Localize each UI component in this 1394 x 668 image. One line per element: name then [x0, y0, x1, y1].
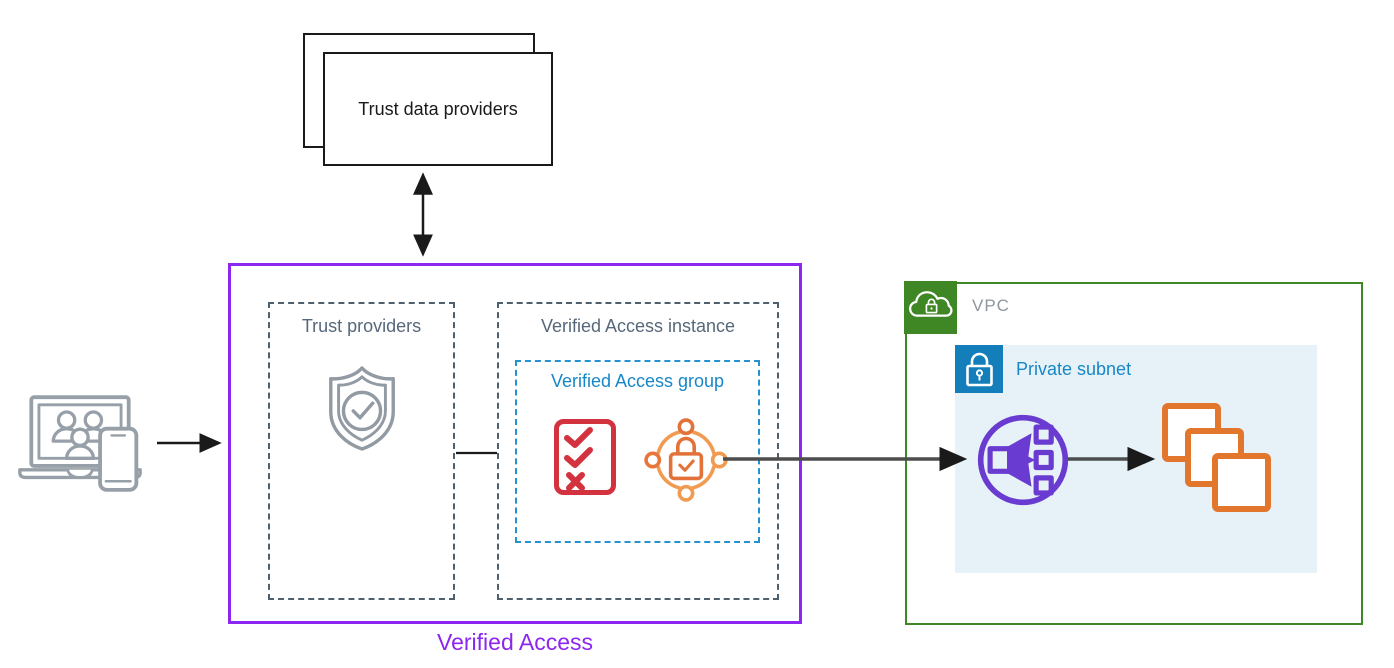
verified-access-container: [228, 263, 802, 624]
verified-access-instance-label: Verified Access instance: [540, 316, 736, 336]
verified-access-group-label: Verified Access group: [550, 371, 725, 391]
private-subnet-lock-icon: [955, 345, 1003, 393]
verified-access-label: Verified Access: [437, 628, 593, 655]
trust-providers-box: Trust providers: [268, 302, 455, 600]
verified-access-instance-box: Verified Access instance: [497, 302, 779, 600]
policy-checklist-icon: [553, 418, 617, 496]
vpc-label: VPC: [972, 296, 1010, 315]
vpc-cloud-lock-icon: [904, 281, 957, 334]
verified-access-lock-icon: [643, 417, 729, 503]
shield-check-icon: [322, 362, 402, 454]
verified-access-group-box: Verified Access group: [515, 360, 760, 543]
private-subnet-label: Private subnet: [1016, 358, 1132, 379]
trust-data-providers-box: Trust data providers: [323, 52, 553, 166]
users-laptop-phone-icon: [16, 394, 144, 494]
trust-data-providers-label: Trust data providers: [358, 98, 518, 119]
trust-providers-label: Trust providers: [301, 316, 422, 336]
load-balancer-icon: [976, 413, 1070, 507]
instances-icon: [1161, 402, 1273, 514]
